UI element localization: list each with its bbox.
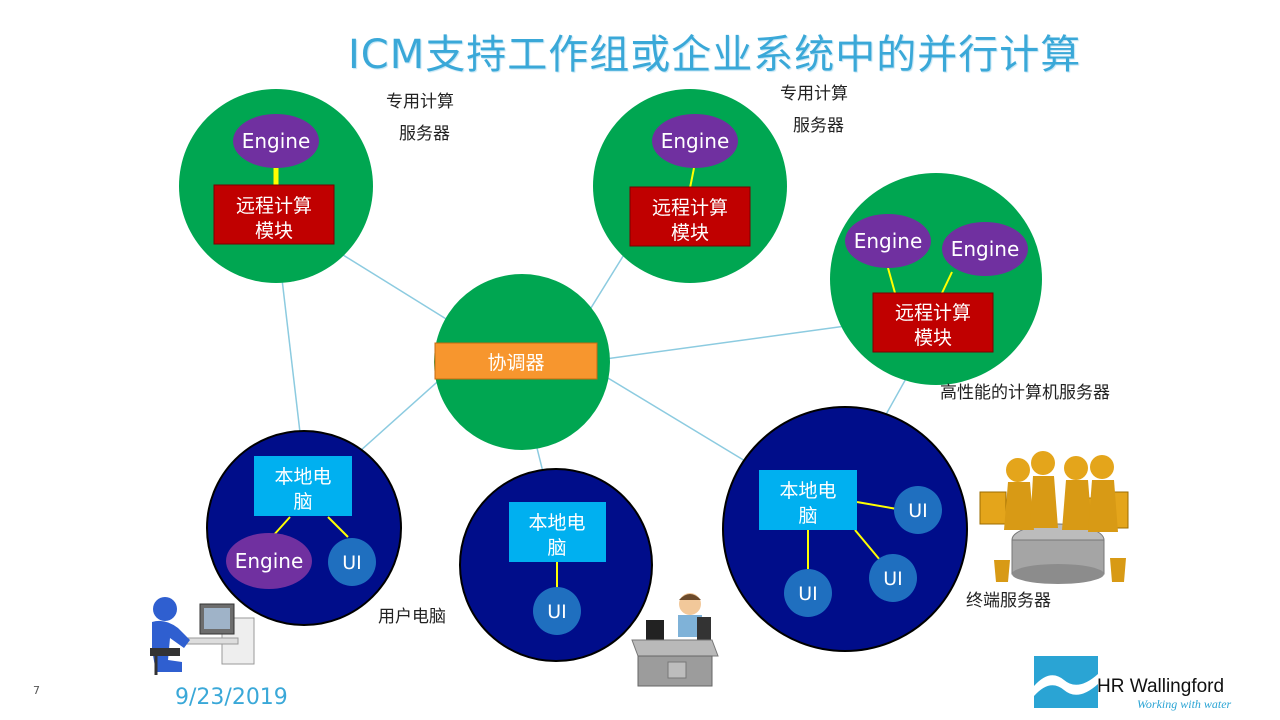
engine-node: Engine	[652, 114, 738, 168]
team-at-table-icon	[979, 451, 1129, 584]
svg-text:UI: UI	[798, 583, 818, 605]
svg-text:Engine: Engine	[854, 229, 923, 253]
link-coordinator-localpc1	[349, 374, 446, 461]
svg-text:Engine: Engine	[661, 129, 730, 153]
engine-node: Engine	[233, 114, 319, 168]
local-pc-node: 本地电 脑	[254, 456, 352, 516]
slide-date: 9/23/2019	[175, 685, 288, 710]
logo-tagline: Working with water	[1137, 697, 1232, 711]
svg-text:UI: UI	[908, 500, 928, 522]
ui-node: UI	[784, 569, 832, 617]
engine-node: Engine	[845, 214, 931, 268]
svg-text:UI: UI	[342, 552, 362, 574]
local-links	[271, 167, 953, 590]
hpc-server-label: 高性能的计算机服务器	[940, 383, 1110, 403]
engine-node: Engine	[942, 222, 1028, 276]
svg-text:协调器: 协调器	[487, 352, 544, 374]
page-title: ICM支持工作组或企业系统中的并行计算	[348, 32, 1082, 78]
svg-text:脑: 脑	[798, 505, 817, 527]
svg-text:本地电: 本地电	[528, 512, 585, 534]
link-coordinator-terminal	[597, 371, 761, 471]
coordinator-node: 协调器	[434, 342, 598, 380]
hr-wallingford-logo-icon	[1034, 656, 1098, 708]
svg-text:脑: 脑	[293, 491, 312, 513]
link-hpc-coordinator	[597, 321, 876, 361]
svg-text:Engine: Engine	[235, 549, 304, 573]
svg-text:Engine: Engine	[951, 237, 1020, 261]
hpc-server-circle	[830, 173, 1042, 385]
dedicated-server-label: 专用计算 服务器	[780, 84, 848, 136]
slide-number: 7	[33, 684, 40, 697]
ui-node: UI	[894, 486, 942, 534]
terminal-server-label: 终端服务器	[966, 591, 1051, 611]
svg-text:远程计算: 远程计算	[895, 302, 971, 324]
svg-text:脑: 脑	[547, 537, 566, 559]
ui-node: UI	[869, 554, 917, 602]
svg-text:模块: 模块	[914, 327, 952, 349]
svg-text:远程计算: 远程计算	[652, 197, 728, 219]
local-pc-node: 本地电 脑	[509, 502, 606, 562]
local-pc-node: 本地电 脑	[759, 470, 857, 530]
user-pc-label: 用户电脑	[378, 607, 446, 627]
remote-compute-module: 远程计算 模块	[213, 184, 335, 245]
ui-node: UI	[533, 587, 581, 635]
ui-node: UI	[328, 538, 376, 586]
svg-text:Engine: Engine	[242, 129, 311, 153]
svg-text:UI: UI	[547, 601, 567, 623]
user-at-computer-icon	[150, 597, 255, 675]
svg-text:本地电: 本地电	[274, 466, 331, 488]
dedicated-server-label: 专用计算 服务器	[386, 92, 454, 144]
logo-name: HR Wallingford	[1097, 676, 1225, 697]
svg-text:模块: 模块	[671, 222, 709, 244]
remote-compute-module: 远程计算 模块	[629, 186, 751, 247]
man-at-desk-icon	[631, 593, 719, 687]
svg-text:UI: UI	[883, 568, 903, 590]
svg-text:本地电: 本地电	[779, 480, 836, 502]
svg-text:模块: 模块	[255, 220, 293, 242]
remote-compute-module: 远程计算 模块	[872, 292, 994, 353]
svg-text:远程计算: 远程计算	[236, 195, 312, 217]
engine-node: Engine	[226, 533, 312, 589]
